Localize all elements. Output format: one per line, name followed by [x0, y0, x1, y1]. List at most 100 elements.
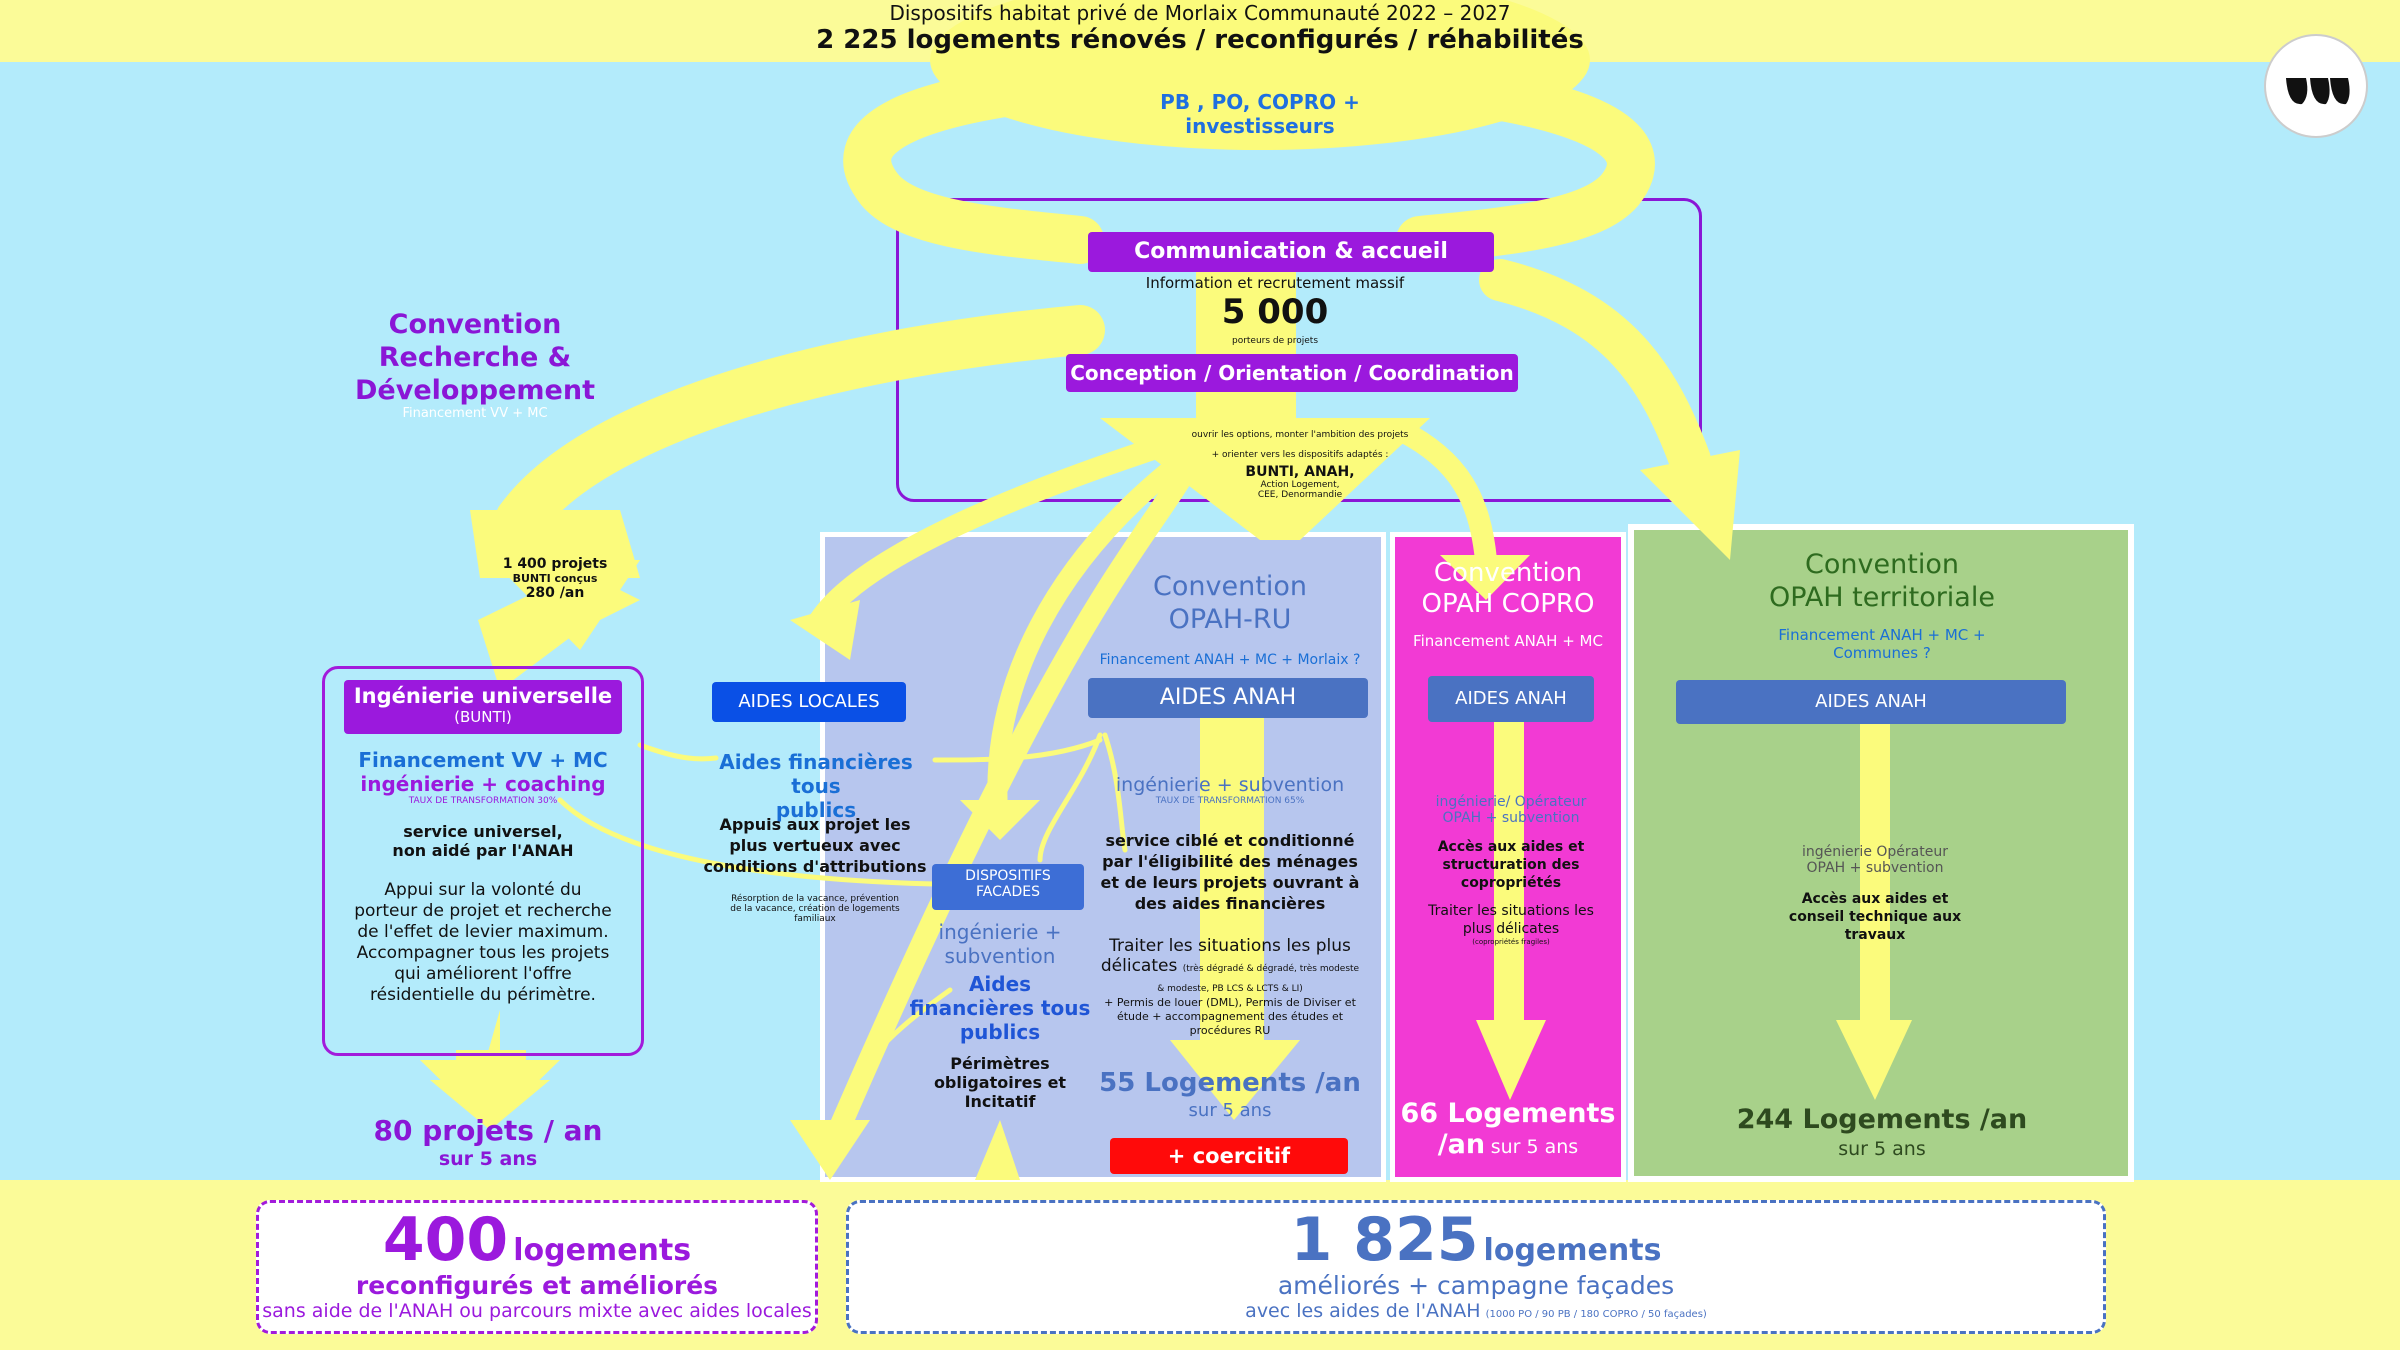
options-line5: CEE, Denormandie	[1257, 490, 1343, 500]
ingenierie-result-sub: sur 5 ans	[438, 1148, 538, 1170]
aides-locales-aides: Aides financières tous	[719, 750, 913, 798]
aides-locales-aides-2: publics	[775, 798, 857, 822]
link-ing-facades	[557, 797, 938, 887]
opah-ru-title-2: OPAH-RU	[1168, 604, 1292, 635]
opah-terr-title-1: Convention	[1805, 549, 1959, 580]
summary-left-count: 400	[382, 1205, 509, 1275]
rd-funding: Financement VV + MC	[402, 406, 548, 421]
summary-right-count: 1 825	[1290, 1205, 1479, 1275]
logo-mark-icon	[2286, 78, 2350, 105]
owners-line2: investisseurs	[1185, 114, 1335, 138]
summary-box-left: 400 logements reconfigurés et améliorés …	[256, 1200, 818, 1334]
opah-terr-ing: ingénierie Opérateur	[1802, 844, 1948, 860]
opah-ru-funding: Financement ANAH + MC + Morlaix ?	[1099, 652, 1361, 668]
opah-ru-result-sub: sur 5 ans	[1188, 1100, 1272, 1121]
facades-label-1: DISPOSITIFS	[965, 868, 1051, 884]
rd-projects-1: 1 400 projets	[502, 556, 608, 572]
opah-terr-result-sub: sur 5 ans	[1838, 1138, 1926, 1160]
summary-right-unit: logements	[1483, 1233, 1662, 1268]
link-ru-facades-2	[1102, 732, 1128, 853]
aides-locales-appuis: Appuis aux projet les plus vertueux avec…	[703, 815, 927, 876]
summary-right-line3: avec les aides de l'ANAH	[1245, 1300, 1481, 1322]
rd-projects-3: 280 /an	[525, 585, 585, 601]
arrow-to-ru-left	[819, 469, 1191, 1161]
arrow-to-aides-locales	[809, 439, 1161, 631]
opah-copro-funding: Financement ANAH + MC	[1413, 632, 1603, 650]
ingenierie-title-sub: (BUNTI)	[454, 708, 512, 726]
owners-line1: PB , PO, COPRO +	[1160, 90, 1360, 114]
ingenierie-result: 80 projets / an	[373, 1114, 603, 1147]
page-subtitle: Dispositifs habitat privé de Morlaix Com…	[889, 1, 1511, 25]
opah-terr-result: 244 Logements /an	[1736, 1104, 2028, 1135]
link-ru-facades	[1037, 732, 1103, 863]
opah-copro-traiter-small: (copropriétés fragiles)	[1472, 938, 1550, 946]
ingenierie-label: Ingénierie universelle (BUNTI)	[344, 680, 622, 734]
facades-perim-3: Incitatif	[964, 1092, 1036, 1111]
opah-terr-funding-2: Communes ?	[1833, 644, 1931, 662]
opah-copro-title-1: Convention	[1433, 558, 1583, 588]
opah-ru-traiter-small: (très dégradé & dégradé, très modeste & …	[1157, 964, 1360, 994]
options-line2: + orienter vers les dispositifs adaptés …	[1211, 450, 1389, 460]
page-title: 2 225 logements rénovés / reconfigurés /…	[816, 25, 1584, 55]
ingenierie-rate: TAUX DE TRANSFORMATION 30%	[408, 796, 558, 806]
opah-terr-funding: Financement ANAH + MC +	[1778, 626, 1986, 644]
options-line1: ouvrir les options, monter l'ambition de…	[1191, 430, 1409, 440]
opah-ru-aides-anah: AIDES ANAH	[1088, 678, 1368, 718]
ingenierie-desc: Appui sur la volonté du porteur de proje…	[354, 880, 612, 1005]
facades-perim-2: obligatoires et	[933, 1073, 1067, 1092]
ingenierie-box	[322, 666, 644, 1056]
summary-left-line3: sans aide de l'ANAH ou parcours mixte av…	[262, 1300, 812, 1322]
summary-right-line3-small: (1000 PO / 90 PB / 180 COPRO / 50 façade…	[1485, 1309, 1707, 1320]
opah-terr-title-2: OPAH territoriale	[1769, 582, 1995, 613]
facades-aides-3: publics	[959, 1020, 1041, 1044]
opah-ru-result: 55 Logements /an	[1099, 1068, 1361, 1098]
opah-terr-acces: Accès aux aides et conseil technique aux…	[1788, 891, 1962, 943]
ingenierie-funding: Financement VV + MC	[358, 748, 608, 772]
opah-ru-traiter-3: + Permis de louer (DML), Permis de Divis…	[1104, 996, 1356, 1037]
opah-copro-result: 66 Logements	[1400, 1098, 1616, 1129]
opah-terr-aides-anah: AIDES ANAH	[1676, 680, 2066, 724]
arrow-to-copro	[1389, 419, 1497, 571]
facades-perim-1: Périmètres	[950, 1054, 1050, 1073]
ingenierie-coaching: ingénierie + coaching	[360, 772, 606, 796]
opah-ru-traiter: Traiter les situations les plus	[1109, 936, 1351, 956]
porteurs-count: 5 000	[1221, 292, 1329, 332]
facades-label-2: FACADES	[976, 884, 1040, 900]
conception-label: Conception / Orientation / Coordination	[1066, 354, 1518, 392]
opah-ru-rate: TAUX DE TRANSFORMATION 65%	[1155, 796, 1305, 806]
ingenierie-service-2: non aidé par l'ANAH	[392, 841, 574, 860]
facades-aides: Aides	[968, 972, 1032, 996]
center-head	[1100, 418, 1430, 540]
summary-box-right: 1 825 logements améliorés + campagne faç…	[846, 1200, 2106, 1334]
link-ru-aides	[932, 737, 1103, 763]
rd-title-3: Développement	[355, 375, 595, 406]
ingenierie-title: Ingénierie universelle	[353, 684, 613, 708]
opah-copro-ing: ingénierie/ Opérateur OPAH + subvention	[1435, 794, 1587, 826]
opah-copro-title-2: OPAH COPRO	[1421, 589, 1595, 619]
rd-title-1: Convention	[388, 309, 562, 340]
opah-copro-traiter: Traiter les situations les plus délicate…	[1428, 903, 1594, 937]
opah-ru-ing: ingénierie + subvention	[1115, 774, 1345, 796]
facades-label: DISPOSITIFS FACADES	[932, 864, 1084, 910]
facades-aides-2: financières tous	[909, 996, 1091, 1020]
opah-ru-title-1: Convention	[1153, 571, 1307, 602]
opah-copro-aides-anah: AIDES ANAH	[1428, 676, 1594, 722]
facades-ing-2: subvention	[944, 944, 1056, 968]
summary-left-unit: logements	[513, 1233, 692, 1268]
arrow-to-territoriale	[1479, 259, 1711, 481]
options-line3: BUNTI, ANAH,	[1245, 464, 1355, 480]
panel-opah-ru	[820, 532, 1386, 1182]
options-line4: Action Logement,	[1260, 480, 1340, 490]
logo	[2264, 34, 2368, 138]
rd-projects-2: BUNTI conçus	[512, 572, 598, 585]
facades-ing: ingénierie +	[938, 920, 1062, 944]
porteurs-label: porteurs de projets	[1231, 336, 1319, 346]
opah-ru-service: service ciblé et conditionné par l'éligi…	[1100, 831, 1360, 913]
info-text: Information et recrutement massif	[1145, 274, 1405, 292]
aides-locales-button: AIDES LOCALES	[712, 682, 906, 722]
opah-copro-result-2: /an	[1437, 1129, 1486, 1160]
communication-label: Communication & accueil	[1088, 232, 1494, 272]
aides-locales-note: Résorption de la vacance, prévention de …	[730, 894, 900, 924]
opah-ru-traiter-2: délicates	[1100, 956, 1178, 976]
